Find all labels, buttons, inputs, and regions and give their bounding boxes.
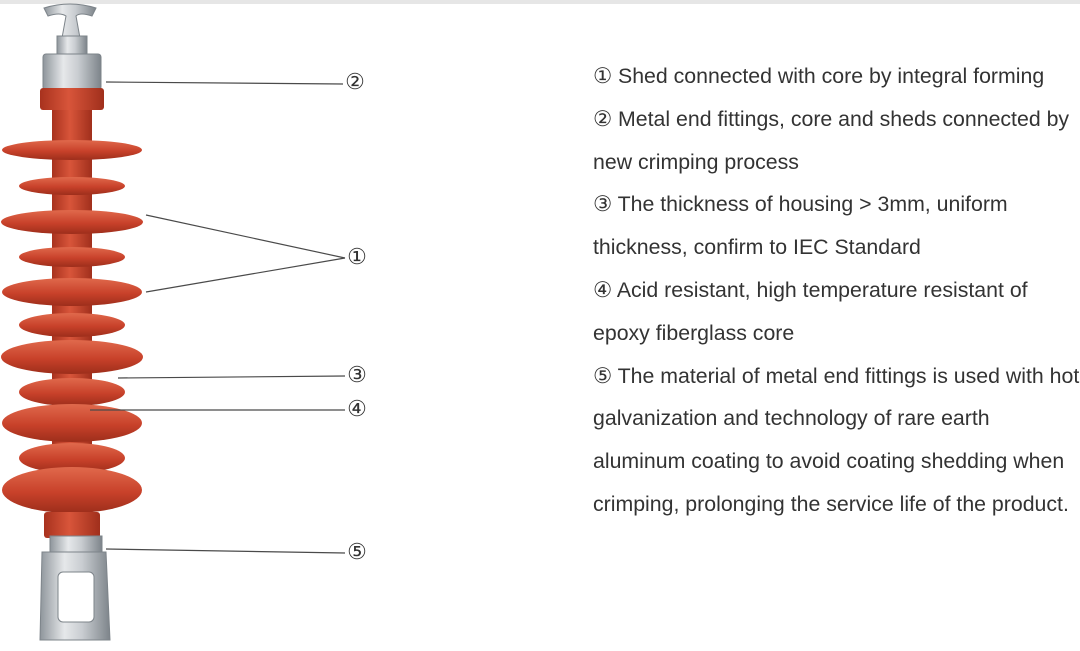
sheds: [1, 88, 143, 538]
callout-marker-4: ④: [347, 397, 367, 422]
callout-marker-5: ⑤: [347, 540, 367, 565]
top-border: [0, 0, 1080, 4]
leader-lines: [90, 81, 346, 554]
feature-description: ① Shed connected with core by integral f…: [593, 64, 1045, 88]
insulator-drawing: [1, 3, 346, 641]
feature-description: ④ Acid resistant, high temperature resis…: [593, 277, 1028, 345]
insulator-diagram: ② ① ③ ④ ⑤: [1, 3, 367, 641]
feature-description-list: ① Shed connected with core by integral f…: [593, 55, 1080, 526]
feature-description: ③ The thickness of housing > 3mm, unifor…: [593, 192, 1008, 260]
top-end-fitting: [42, 3, 102, 91]
feature-description: ② Metal end fittings, core and sheds con…: [593, 106, 1070, 174]
bottom-end-fitting: [39, 535, 111, 641]
callout-marker-3: ③: [347, 363, 367, 388]
callout-marker-2: ②: [345, 70, 365, 95]
feature-description: ⑤ The material of metal end fittings is …: [593, 363, 1080, 516]
callout-marker-1: ①: [347, 245, 367, 270]
